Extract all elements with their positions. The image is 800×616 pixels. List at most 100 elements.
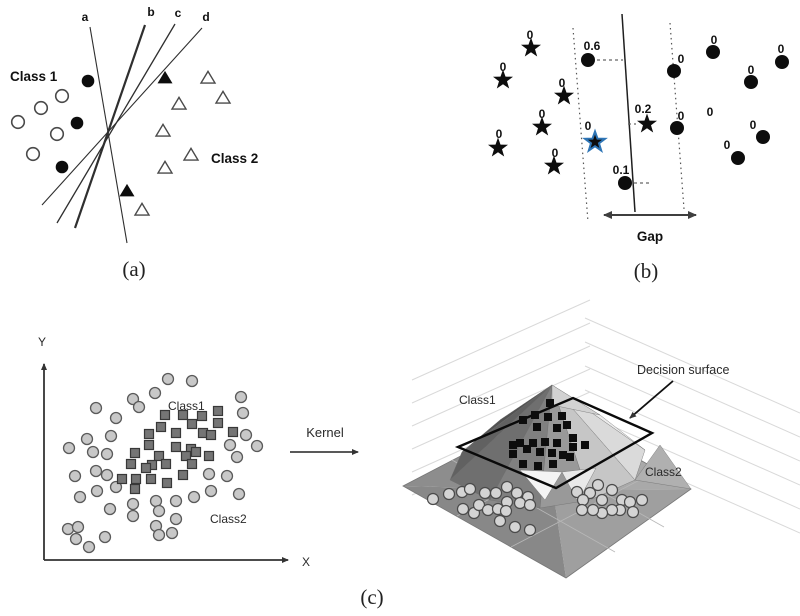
class1-scatter-square: [205, 429, 217, 441]
panel-c-left-class1-label: Class1: [168, 399, 205, 413]
class1-surface-square: [569, 443, 577, 451]
class2-scatter-circle: [152, 528, 166, 542]
point-weight-label: 0.6: [584, 39, 601, 53]
class2-open-triangle: [182, 146, 200, 161]
class1-surface-square: [566, 453, 574, 461]
class-star-point: [554, 85, 574, 105]
class-star-point: [544, 155, 564, 175]
class2-scatter-circle: [73, 490, 87, 504]
class2-surface-circle: [510, 486, 524, 500]
grid-line: [411, 322, 591, 404]
class-circle-point: [744, 75, 758, 89]
class1-surface-square: [559, 451, 567, 459]
class1-surface-square: [529, 439, 537, 447]
class1-scatter-square: [170, 441, 182, 453]
caption-b: (b): [634, 259, 659, 283]
class2-scatter-circle: [61, 522, 75, 536]
class2-surface-circle: [591, 478, 605, 492]
point-weight-label: 0: [750, 118, 757, 132]
class1-surface-square: [509, 441, 517, 449]
class-star-point: [637, 113, 657, 133]
class1-filled-circle: [55, 160, 69, 174]
class2-scatter-circle: [89, 464, 103, 478]
class1-scatter-square: [161, 477, 173, 489]
class2-scatter-circle: [98, 530, 112, 544]
class2-scatter-circle: [82, 540, 96, 554]
class-star-point: [532, 116, 552, 136]
class1-surface-square: [558, 412, 566, 420]
class-circle-point: [618, 176, 632, 190]
class1-surface-square: [549, 460, 557, 468]
class2-scatter-circle: [68, 469, 82, 483]
class1-filled-circle: [70, 116, 84, 130]
class1-scatter-square: [160, 458, 172, 470]
class2-scatter-circle: [161, 372, 175, 386]
class1-surface-square: [563, 421, 571, 429]
class2-surface-circle: [576, 493, 590, 507]
class2-scatter-circle: [169, 512, 183, 526]
class1-scatter-square: [143, 428, 155, 440]
class2-scatter-circle: [90, 484, 104, 498]
panel-c: Y X Class1 Class2 Kernel: [38, 299, 800, 609]
class1-surface-square: [523, 445, 531, 453]
class2-surface-circle: [478, 486, 492, 500]
class2-surface-circle: [626, 505, 640, 519]
class1-surface-square: [541, 438, 549, 446]
class2-scatter-circle: [169, 494, 183, 508]
class2-scatter-circle: [126, 392, 140, 406]
point-weight-label: 0: [707, 105, 714, 119]
class1-open-circle: [10, 114, 26, 130]
class2-surface-circle: [523, 498, 537, 512]
class2-scatter-circle: [62, 441, 76, 455]
panel-c-left-points: [61, 372, 264, 554]
grid-line: [411, 299, 591, 381]
class2-surface-circle: [635, 493, 649, 507]
class1-surface-square: [509, 450, 517, 458]
class1-surface-square: [533, 423, 541, 431]
grid-line: [411, 368, 591, 450]
class1-surface-square: [548, 449, 556, 457]
point-weight-label: 0: [552, 146, 559, 160]
class1-surface-square: [581, 441, 589, 449]
class2-surface-circle: [499, 504, 513, 518]
class2-scatter-circle: [234, 390, 248, 404]
point-weight-label: 0: [778, 42, 785, 56]
class-circle-point: [581, 53, 595, 67]
class1-scatter-square: [116, 473, 128, 485]
class2-scatter-circle: [104, 429, 118, 443]
class2-scatter-circle: [148, 386, 162, 400]
peak-facet: [634, 444, 692, 490]
point-weight-label: 0: [559, 76, 566, 90]
panel-c-right-plot: Decision surface Class1 Class2: [402, 299, 800, 579]
class1-surface-square: [531, 411, 539, 419]
class2-open-triangle: [170, 95, 188, 110]
class1-scatter-square: [129, 447, 141, 459]
class1-surface-square: [553, 439, 561, 447]
class2-scatter-circle: [86, 445, 100, 459]
class-star-point: [521, 37, 541, 57]
decision-surface-arrow: [629, 380, 674, 419]
class-star-point: [493, 69, 513, 89]
class1-scatter-square: [155, 421, 167, 433]
class2-scatter-circle: [204, 484, 218, 498]
class2-open-triangle: [156, 159, 174, 174]
class2-scatter-circle: [89, 401, 103, 415]
class1-scatter-square: [143, 439, 155, 451]
class1-scatter-square: [186, 418, 198, 430]
grid-line: [584, 413, 800, 510]
class1-surface-square: [546, 399, 554, 407]
class2-surface-circle: [570, 485, 584, 499]
class2-scatter-circle: [100, 447, 114, 461]
class-star-point: [488, 137, 508, 157]
class2-surface-circle: [605, 503, 619, 517]
grid-line: [584, 317, 800, 414]
class2-scatter-circle: [236, 406, 250, 420]
separating-line-d: [41, 27, 203, 206]
point-weight-label: 0: [748, 63, 755, 77]
grid-line: [584, 341, 800, 438]
class2-scatter-circle: [232, 487, 246, 501]
